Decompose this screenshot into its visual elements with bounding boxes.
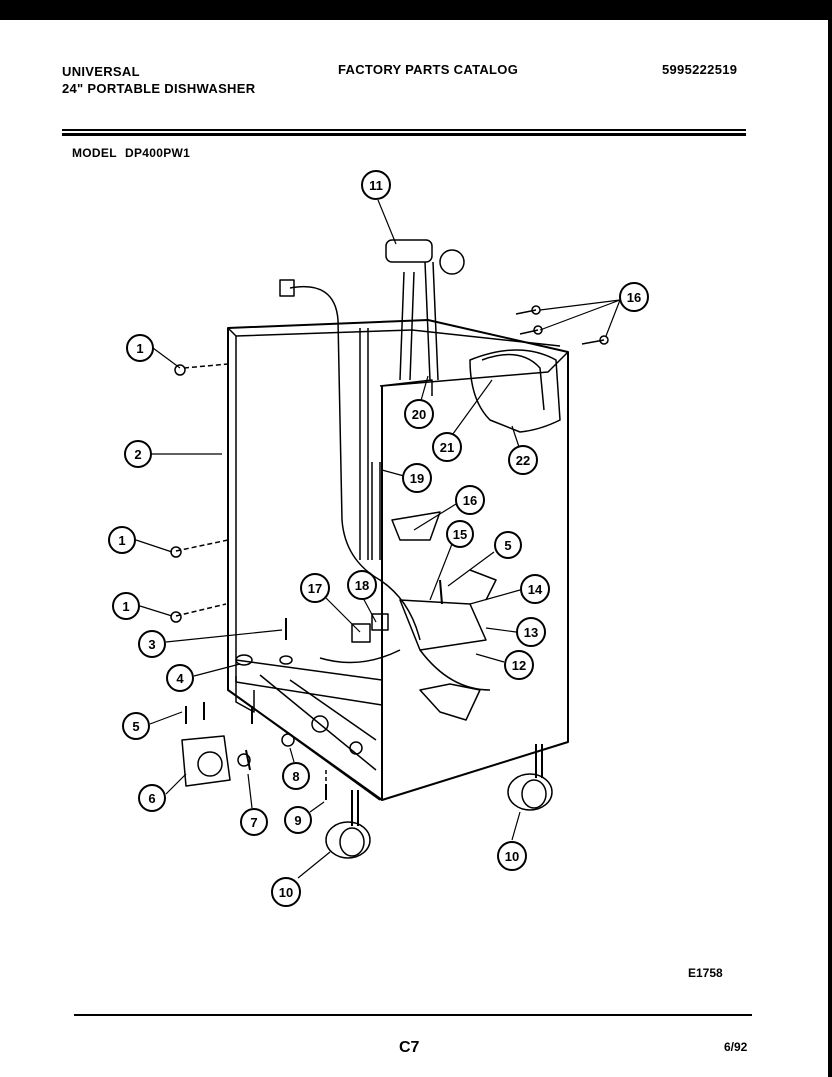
callout-12: 12 [504, 650, 534, 680]
callout-17: 17 [300, 573, 330, 603]
svg-text:14: 14 [528, 582, 543, 597]
svg-text:5: 5 [132, 719, 139, 734]
brand-name: UNIVERSAL [62, 64, 140, 79]
svg-text:1: 1 [122, 599, 129, 614]
svg-text:3: 3 [148, 637, 155, 652]
svg-text:9: 9 [294, 813, 301, 828]
revision-date: 6/92 [724, 1040, 748, 1054]
callout-3: 3 [138, 630, 166, 658]
svg-text:4: 4 [176, 671, 184, 686]
svg-text:10: 10 [505, 849, 519, 864]
callout-16: 16 [455, 485, 485, 515]
callout-18: 18 [347, 570, 377, 600]
svg-text:21: 21 [440, 440, 454, 455]
header-rule-thick [62, 133, 746, 136]
callout-11: 11 [361, 170, 391, 200]
svg-text:17: 17 [308, 581, 322, 596]
product-name: 24" PORTABLE DISHWASHER [62, 81, 256, 96]
svg-text:10: 10 [279, 885, 293, 900]
svg-text:20: 20 [412, 407, 426, 422]
catalog-number: 5995222519 [662, 62, 738, 77]
svg-text:15: 15 [453, 527, 467, 542]
svg-text:1: 1 [118, 533, 125, 548]
svg-text:18: 18 [355, 578, 369, 593]
cabinet-outline [227, 319, 569, 801]
callout-14: 14 [520, 574, 550, 604]
figure-code: E1758 [688, 966, 723, 980]
header-rule-thin [62, 129, 746, 131]
callout-10: 10 [497, 841, 527, 871]
svg-text:11: 11 [369, 178, 383, 193]
callout-20: 20 [404, 399, 434, 429]
svg-text:6: 6 [148, 791, 155, 806]
svg-text:1: 1 [136, 341, 143, 356]
model-label: MODEL [72, 146, 117, 160]
svg-text:19: 19 [410, 471, 424, 486]
callout-6: 6 [138, 784, 166, 812]
callout-2: 2 [124, 440, 152, 468]
right-border [828, 0, 832, 1077]
model-number: DP400PW1 [125, 146, 191, 160]
svg-text:2: 2 [134, 447, 141, 462]
callout-1: 1 [112, 592, 140, 620]
callout-7: 7 [240, 808, 268, 836]
callout-8: 8 [282, 762, 310, 790]
svg-text:13: 13 [524, 625, 538, 640]
svg-text:12: 12 [512, 658, 526, 673]
callout-21: 21 [432, 432, 462, 462]
footer-rule [74, 1014, 752, 1016]
callout-1: 1 [126, 334, 154, 362]
catalog-title: FACTORY PARTS CATALOG [338, 62, 519, 77]
callout-15: 15 [446, 520, 474, 548]
svg-text:8: 8 [292, 769, 299, 784]
top-border [0, 0, 832, 20]
svg-text:7: 7 [250, 815, 257, 830]
callout-16: 16 [619, 282, 649, 312]
callout-22: 22 [508, 445, 538, 475]
callout-5: 5 [122, 712, 150, 740]
svg-text:22: 22 [516, 453, 530, 468]
callout-10: 10 [271, 877, 301, 907]
svg-text:5: 5 [504, 538, 511, 553]
page-number: C7 [399, 1039, 420, 1056]
callout-5: 5 [494, 531, 522, 559]
callout-19: 19 [402, 463, 432, 493]
svg-text:16: 16 [627, 290, 641, 305]
callouts: 1 2 1 1 3 4 5 6 7 8 9 10 10 11 16 16 15 … [108, 170, 649, 907]
callout-13: 13 [516, 617, 546, 647]
svg-text:16: 16 [463, 493, 477, 508]
callout-4: 4 [166, 664, 194, 692]
callout-9: 9 [284, 806, 312, 834]
callout-1: 1 [108, 526, 136, 554]
